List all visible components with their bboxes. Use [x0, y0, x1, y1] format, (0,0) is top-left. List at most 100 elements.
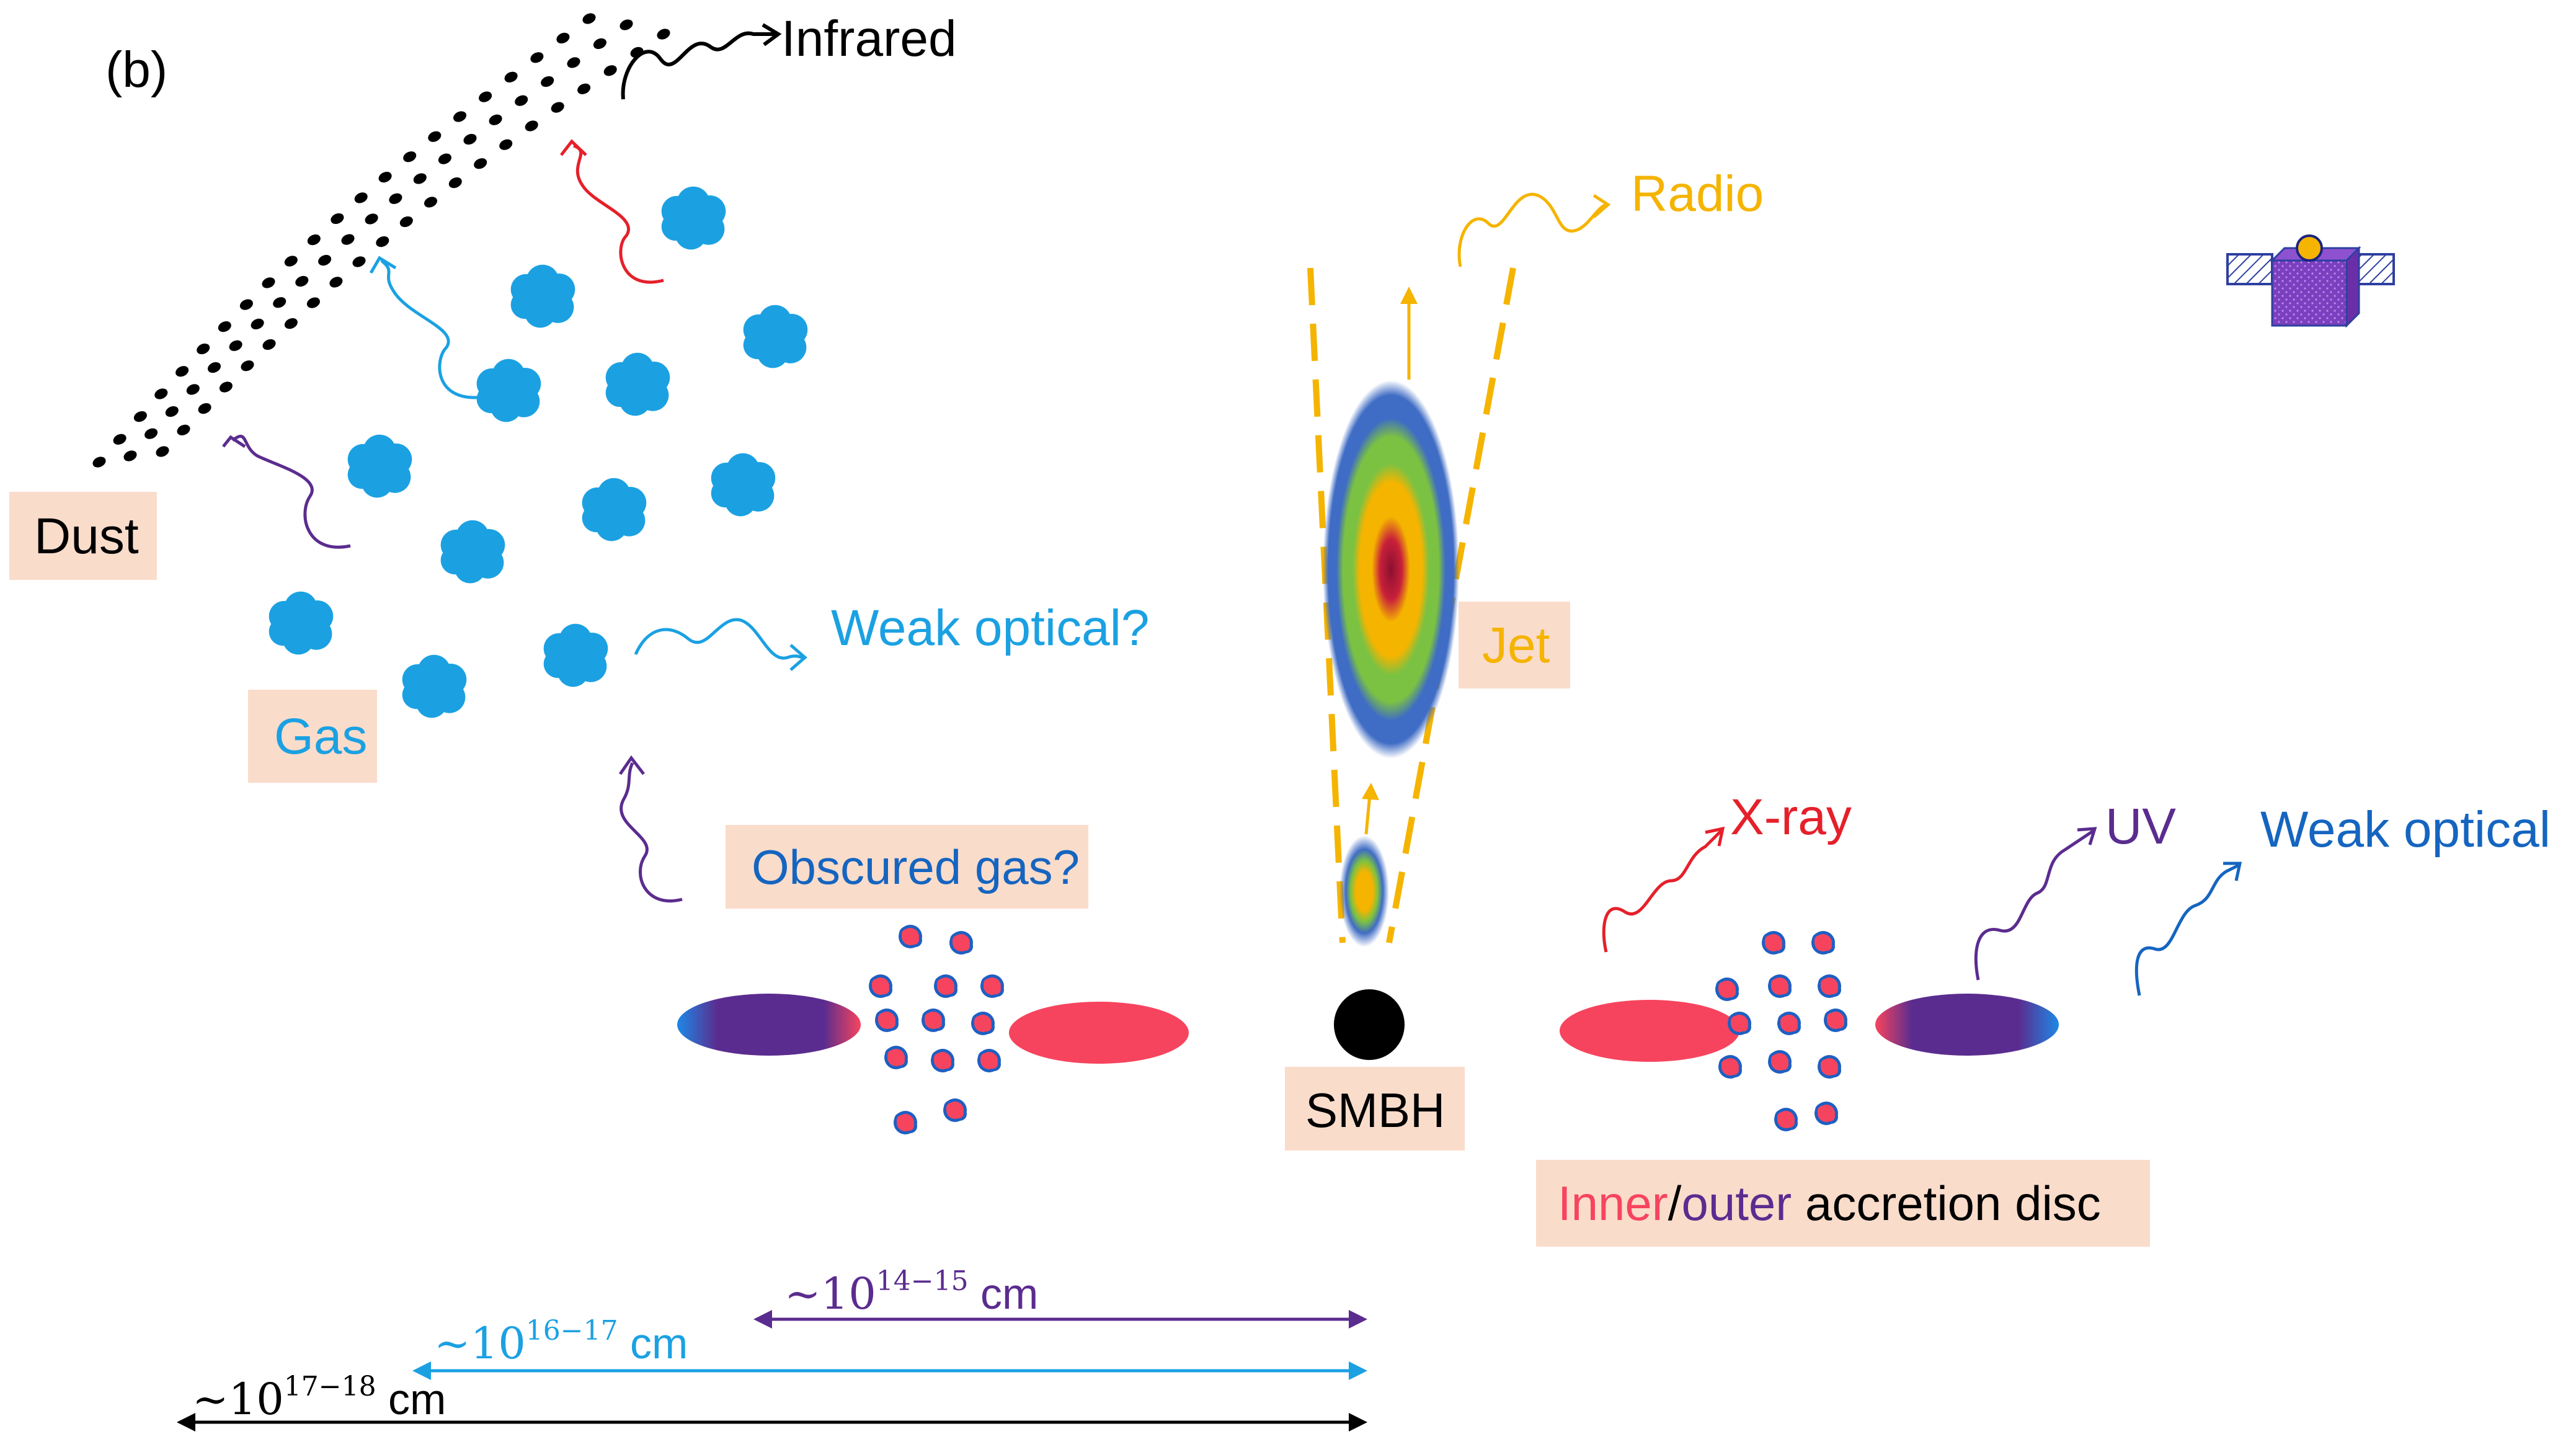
weak-optical-label: Weak optical [2260, 801, 2551, 858]
xray-wave-arrow [1602, 830, 1722, 953]
blue-wave-arrow [380, 259, 484, 399]
weak-optical-q-label: Weak optical? [831, 600, 1150, 656]
accretion-disc-label: Inner/outer accretion disc [1558, 1176, 2101, 1231]
dust-dot [554, 30, 572, 46]
dust-dot [175, 422, 192, 438]
dust-dot [293, 274, 311, 289]
gas-blob [875, 1009, 899, 1032]
dust-dot [143, 426, 159, 442]
gas-blob [1774, 1108, 1798, 1131]
gas-blob [1811, 931, 1835, 955]
black-hole-icon [1334, 989, 1405, 1060]
dust-dot [122, 448, 139, 463]
dust-dot [260, 337, 278, 352]
gas-blob [884, 1046, 908, 1069]
dust-dot [487, 112, 504, 128]
gas-cloud [582, 478, 647, 541]
gas-cloud [510, 264, 575, 328]
dust-dot [426, 129, 443, 145]
gas-blob [971, 1012, 995, 1035]
gas-blob [949, 931, 973, 955]
dust-dot [477, 89, 494, 104]
dust-dot [451, 109, 468, 124]
dust-dot [271, 295, 288, 310]
dust-dot [174, 363, 190, 379]
gas-blob [869, 974, 892, 998]
gas-blob [1728, 1012, 1751, 1035]
dust-dot [260, 275, 277, 290]
weak-optical-wave-arrow [2134, 863, 2240, 996]
dust-dot [216, 319, 233, 334]
dust-dot [305, 295, 322, 310]
gas-blob [980, 974, 1004, 998]
gas-cloud [440, 520, 505, 584]
dust-dot [282, 254, 300, 269]
gas-blob [1768, 974, 1792, 998]
uv-wave-arrow [1974, 829, 2094, 981]
dust-dot [472, 156, 489, 171]
dust-dot [91, 455, 108, 470]
dust-dot [305, 232, 322, 247]
optical-wave-arrow [634, 618, 804, 660]
gas-cloud [476, 358, 541, 422]
xray-label: X-ray [1730, 789, 1852, 845]
satellite-icon [2226, 234, 2395, 328]
gas-blob [1777, 1012, 1801, 1035]
gas-cloud [347, 434, 412, 498]
radio-wave-arrow [1457, 192, 1607, 267]
gas-blob [931, 1049, 954, 1072]
jet-blob [1323, 380, 1459, 759]
gas-blob [1715, 978, 1739, 1001]
gas-cloud [711, 453, 776, 517]
gas-blob [899, 925, 922, 948]
dust-dot [655, 27, 672, 42]
gas-cloud [605, 352, 670, 416]
scale-label-2: ~1016−17 cm [434, 1315, 688, 1369]
gas-label: Gas [274, 708, 367, 765]
dust-dot [350, 254, 368, 269]
dust-dot [528, 50, 546, 65]
gas-blob [1824, 1009, 1847, 1032]
gas-blob [943, 1098, 967, 1122]
dust-dot [316, 252, 333, 268]
dust-dot [154, 444, 171, 459]
dust-dot [196, 401, 213, 416]
gas-blob [1762, 931, 1785, 955]
dust-dot [398, 214, 415, 229]
jet-knot [1339, 835, 1389, 947]
dust-dot [446, 175, 464, 190]
scale-arrow-1 [753, 1310, 1367, 1329]
obscured-gas-label: Obscured gas? [752, 840, 1080, 894]
obscured-gas-blobs-right [1715, 931, 1847, 1131]
radio-label: Radio [1631, 166, 1764, 222]
dust-dot [111, 432, 128, 447]
gas-cloud-icon [269, 186, 808, 718]
gas-cloud [661, 186, 726, 250]
dust-label: Dust [34, 508, 139, 564]
dust-dot [513, 93, 530, 109]
gas-blob [894, 1111, 917, 1134]
dust-dot [422, 195, 439, 210]
red-wave-arrow [573, 144, 664, 284]
dust-dot [401, 149, 419, 164]
left-outer-disc [677, 994, 861, 1056]
dust-dot [195, 341, 212, 357]
dust-dot [523, 118, 540, 133]
infrared-label: Infrared [781, 11, 957, 67]
gas-blob [1814, 1102, 1838, 1125]
dust-dot [132, 409, 149, 424]
dust-cloud-icon [91, 11, 672, 470]
uv-label: UV [2105, 798, 2176, 855]
dust-dot [565, 55, 582, 70]
gas-cloud [543, 623, 608, 687]
dust-dot [549, 100, 566, 115]
dust-dot [575, 81, 592, 97]
dust-dot [249, 316, 266, 332]
dust-dot [374, 234, 391, 249]
dust-dot [327, 275, 345, 290]
smbh-label: SMBH [1305, 1083, 1445, 1138]
dust-dot [329, 211, 346, 226]
panel-label: (b) [105, 42, 167, 98]
gas-cloud [269, 591, 334, 655]
